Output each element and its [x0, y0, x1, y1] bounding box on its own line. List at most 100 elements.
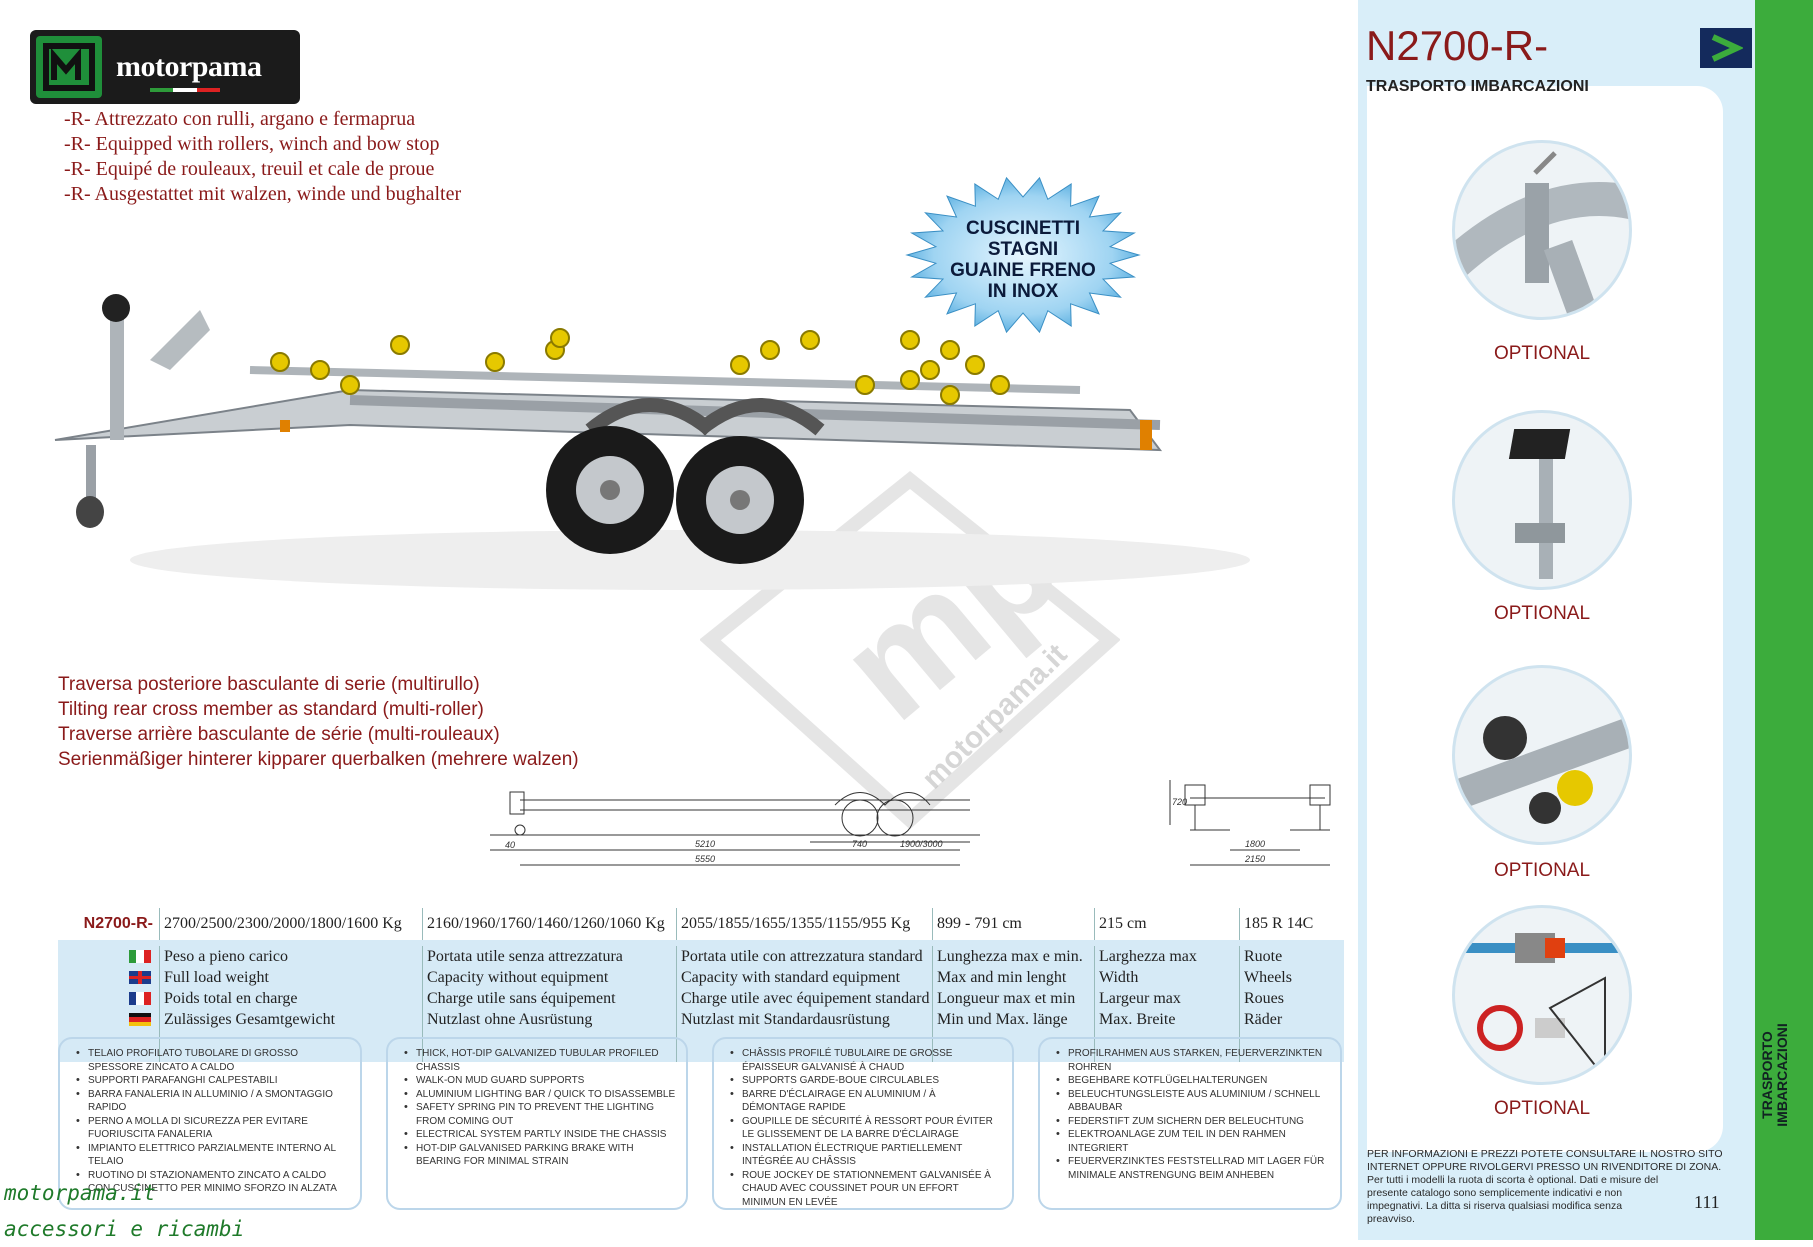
spec-label: Roues	[1244, 990, 1284, 1007]
feature-boxes: Telaio profilato tubolare di grosso spes…	[58, 1037, 1343, 1212]
spec-value: 215 cm	[1095, 908, 1240, 940]
feature-box-it: Telaio profilato tubolare di grosso spes…	[58, 1037, 362, 1210]
feature-box-en: Thick, hot-dip galvanized tubular profil…	[386, 1037, 688, 1210]
spec-label: Charge utile sans équipement	[427, 990, 616, 1007]
box-item: Perno a molla di sicurezza per evitare f…	[76, 1115, 350, 1142]
section-tab-line: TRASPORTO	[1759, 1031, 1775, 1119]
logo-mark-icon	[36, 36, 102, 98]
section-tab	[1755, 0, 1813, 1240]
feature-line-de: -R- Ausgestattet mit walzen, winde und b…	[64, 183, 462, 205]
spec-model: N2700-R-	[58, 908, 160, 940]
feature-box-de: Profilrahmen aus starken, feuerverzinkte…	[1038, 1037, 1342, 1210]
spec-label: Larghezza max	[1099, 948, 1197, 965]
spec-label: Capacity without equipment	[427, 969, 609, 986]
box-item: Safety spring pin to prevent the lightin…	[404, 1101, 676, 1128]
box-item: Impianto elettrico parzialmente interno …	[76, 1142, 350, 1169]
box-item: Aluminium lighting bar / quick to disass…	[404, 1088, 676, 1102]
watermark-logo: mp	[700, 471, 1120, 830]
spec-label: Longueur max et min	[937, 990, 1076, 1007]
spec-label: Portata utile con attrezzatura standard	[681, 948, 923, 965]
box-item: Châssis profilé tubulaire de grosse épai…	[730, 1047, 1002, 1074]
spec-label: Räder	[1244, 1011, 1283, 1028]
box-item: Telaio profilato tubolare di grosso spes…	[76, 1047, 350, 1074]
footer-watermark-site: motorpama.it	[4, 1181, 156, 1205]
badge-text: CUSCINETTI STAGNI GUAINE FRENO IN INOX	[905, 218, 1141, 302]
dim-label: 2150	[1244, 854, 1265, 864]
badge-line: STAGNI	[987, 239, 1059, 260]
optional-label: OPTIONAL	[1493, 343, 1591, 364]
dim-label: 740	[852, 839, 867, 849]
optional-electrical-kit-image	[1452, 905, 1632, 1085]
tilting-line-en: Tilting rear cross member as standard (m…	[58, 699, 484, 720]
tilting-line-fr: Traverse arrière basculante de série (mu…	[58, 724, 500, 745]
spec-value: 2055/1855/1655/1355/1155/955 Kg	[677, 908, 933, 940]
badge-line: IN INOX	[987, 281, 1059, 302]
svg-text:40: 40	[505, 840, 515, 850]
optional-spare-wheel-image	[1452, 665, 1632, 845]
dim-label: 5550	[695, 854, 715, 864]
germany-flag-icon	[129, 1013, 151, 1026]
section-tab-line: IMBARCAZIONI	[1774, 1023, 1790, 1127]
box-item: Thick, hot-dip galvanized tubular profil…	[404, 1047, 676, 1074]
spec-label: Lunghezza max e min.	[937, 948, 1083, 965]
dim-label: 1800	[1245, 839, 1265, 849]
info-note-lower: Per tutti i modelli la ruota di scorta è…	[1367, 1174, 1659, 1225]
spec-label: Full load weight	[164, 969, 269, 986]
dim-label: 720	[1172, 797, 1187, 807]
optional-support-image	[1452, 410, 1632, 590]
spec-label: Capacity with standard equipment	[681, 969, 901, 986]
spec-label-cell: Larghezza max Width Largeur max Max. Bre…	[1095, 946, 1240, 1062]
feature-line-en: -R- Equipped with rollers, winch and bow…	[64, 133, 440, 155]
feature-list: -R- Attrezzato con rulli, argano e ferma…	[64, 107, 461, 207]
feature-line-fr: -R- Equipé de rouleaux, treuil et cale d…	[64, 158, 435, 180]
dim-label: 5210	[695, 839, 715, 849]
spec-label: Largeur max	[1099, 990, 1181, 1007]
box-item: Goupille de sécurité à ressort pour évit…	[730, 1115, 1002, 1142]
logo-flag-stripe	[150, 88, 220, 92]
box-item: Roue jockey de stationnement galvanisée …	[730, 1169, 1002, 1210]
spec-label: Width	[1099, 969, 1139, 986]
dim-label: 1900/3000	[900, 839, 943, 849]
spec-value: 899 - 791 cm	[933, 908, 1095, 940]
section-tab-label: TRASPORTO IMBARCAZIONI	[1759, 1010, 1790, 1140]
next-arrow-icon[interactable]	[1700, 28, 1752, 68]
spec-label: Portata utile senza attrezzatura	[427, 948, 623, 965]
spec-label: Nutzlast mit Standardausrüstung	[681, 1011, 890, 1028]
footer-watermark-tagline: accessori e ricambi	[4, 1217, 245, 1241]
box-item: Installation électrique partiellement in…	[730, 1142, 1002, 1169]
optional-label: OPTIONAL	[1493, 603, 1591, 624]
spec-label-cell: Portata utile con attrezzatura standard …	[677, 946, 933, 1062]
logo-text: motorpama	[116, 50, 262, 83]
badge-line: CUSCINETTI	[966, 218, 1080, 239]
box-item: Elektroanlage zum teil in den rahmen int…	[1056, 1128, 1330, 1155]
spec-label: Wheels	[1244, 969, 1292, 986]
spec-label: Max and min lenght	[937, 969, 1067, 986]
box-item: Hot-dip galvanised parking brake with be…	[404, 1142, 676, 1169]
spec-label-cell: Ruote Wheels Roues Räder	[1240, 946, 1344, 1062]
box-item: Barra fanaleria in alluminio / a smontag…	[76, 1088, 350, 1115]
spec-label: Poids total en charge	[164, 990, 298, 1007]
box-item: Profilrahmen aus starken, feuerverzinkte…	[1056, 1047, 1330, 1074]
info-note: PER INFORMAZIONI E PREZZI POTETE CONSULT…	[1367, 1148, 1727, 1226]
spec-label: Zulässiges Gesamtgewicht	[164, 1011, 336, 1028]
badge-line: GUAINE FRENO	[950, 260, 1096, 281]
box-item: Barre d'éclairage en aluminium / à démon…	[730, 1088, 1002, 1115]
spec-label: Peso a pieno carico	[164, 948, 288, 965]
spec-value: 185 R 14C	[1244, 915, 1314, 932]
tilting-description: Traversa posteriore basculante di serie …	[58, 672, 579, 772]
box-item: Electrical system partly inside the chas…	[404, 1128, 676, 1142]
trailer-photo	[54, 294, 1250, 590]
spec-label: Charge utile avec équipement standard	[681, 990, 930, 1007]
starburst-badge	[905, 176, 1141, 334]
box-item: Supports garde-boue circulables	[730, 1074, 1002, 1088]
feature-line-it: -R- Attrezzato con rulli, argano e ferma…	[64, 108, 416, 130]
optional-bow-stop-image	[1452, 140, 1632, 320]
spec-value: 2700/2500/2300/2000/1800/1600 Kg	[160, 908, 423, 940]
page-number: 111	[1694, 1192, 1720, 1212]
optional-label: OPTIONAL	[1493, 860, 1591, 881]
box-item: Begehbare Kotflügelhalterungen	[1056, 1074, 1330, 1088]
model-title: N2700-R-	[1366, 22, 1549, 69]
footer-watermark: motorpama.it accessori e ricambi	[4, 1175, 244, 1247]
spec-label-cell: Portata utile senza attrezzatura Capacit…	[423, 946, 677, 1062]
box-item: Feuerverzinktes feststellrad mit lager f…	[1056, 1155, 1330, 1182]
